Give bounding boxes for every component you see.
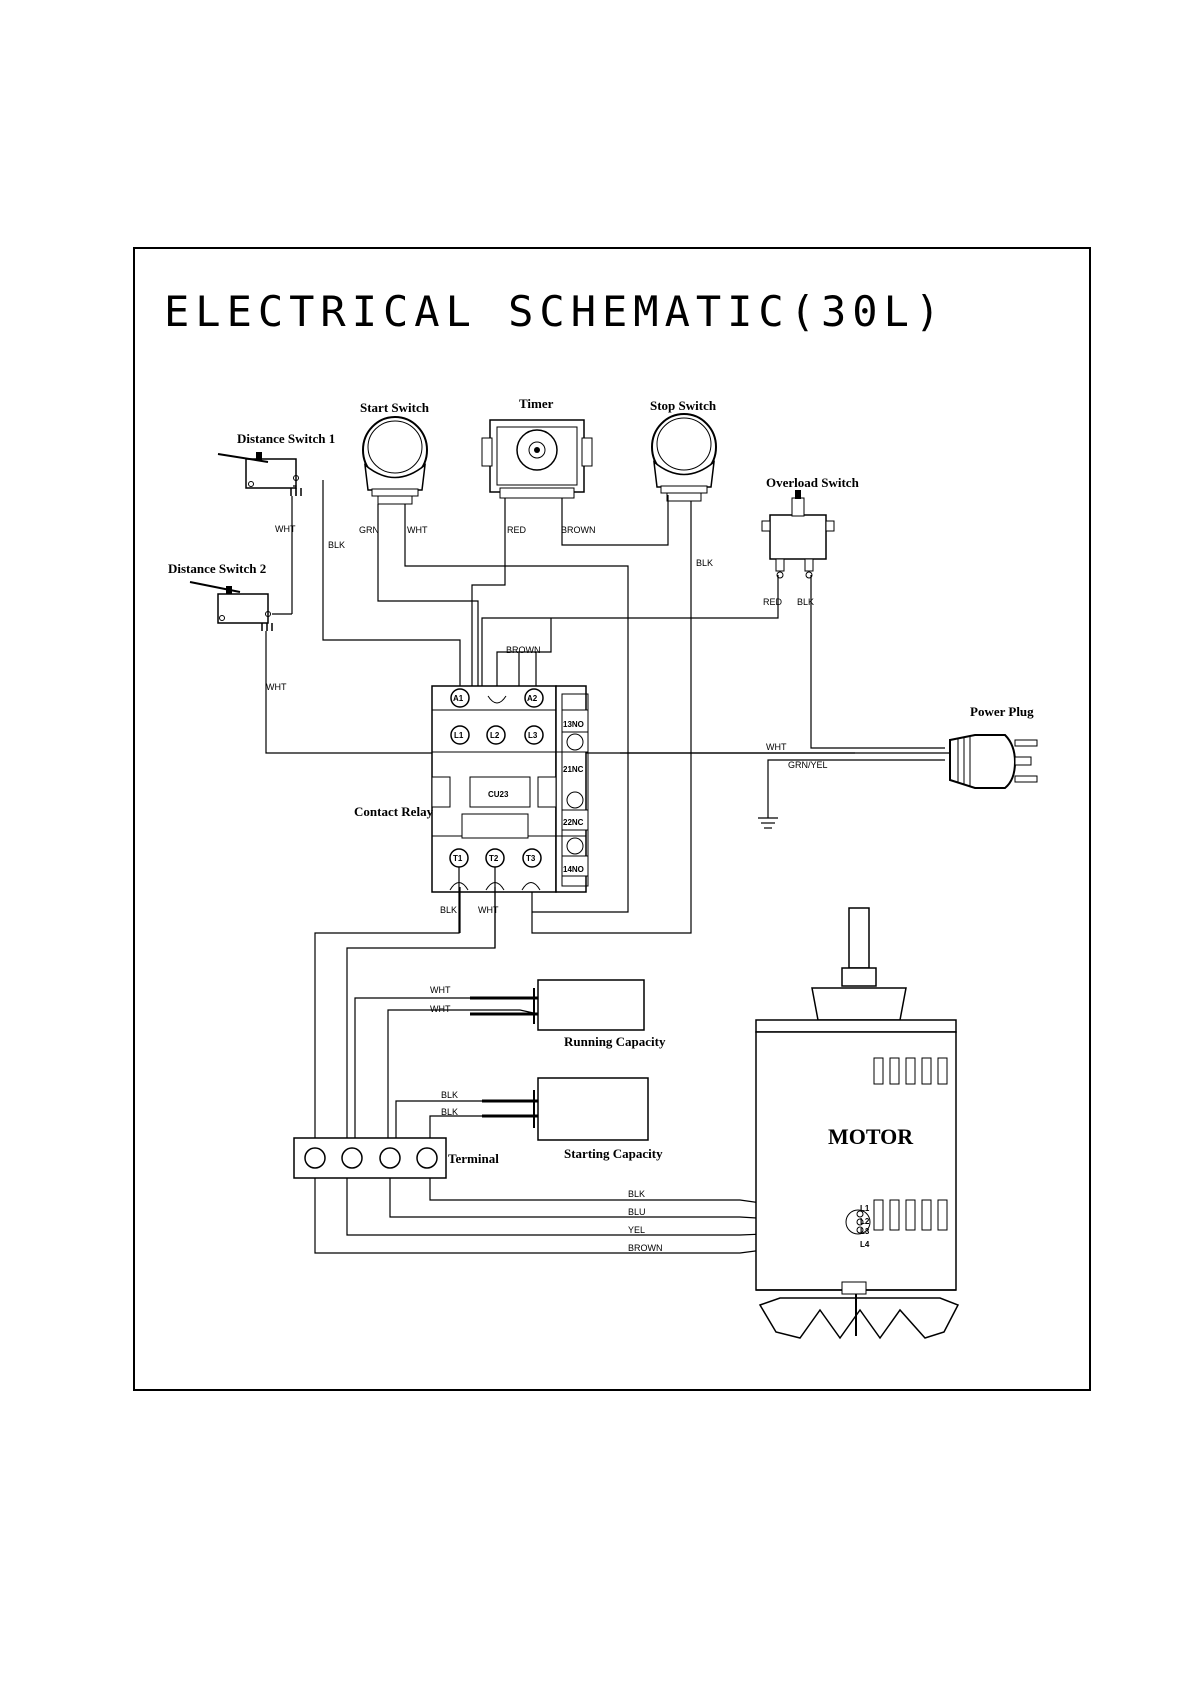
wiring-upper bbox=[265, 480, 1007, 934]
terminal-block bbox=[293, 1137, 447, 1179]
relay-terminal-a1: A1 bbox=[453, 694, 464, 703]
starting-capacitor bbox=[482, 1077, 649, 1141]
wire-label-stop-blk: BLK bbox=[696, 558, 713, 568]
distance-switch-1 bbox=[217, 452, 302, 496]
schematic-title: ELECTRICAL SCHEMATIC(30L) bbox=[164, 287, 946, 336]
wire-label-timer-red: RED bbox=[507, 525, 527, 535]
wire-label-motor-yel: YEL bbox=[628, 1225, 645, 1235]
wire-label-timer-brown: BROWN bbox=[561, 525, 596, 535]
start-switch bbox=[362, 416, 428, 505]
contact-relay bbox=[431, 685, 589, 893]
wire-label-ds1-blk: BLK bbox=[328, 540, 345, 550]
wire-label-t1-blk: BLK bbox=[440, 905, 457, 915]
stop-switch-label: Stop Switch bbox=[650, 398, 717, 413]
wire-label-start-cap-blk-1: BLK bbox=[441, 1090, 458, 1100]
contact-relay-label: Contact Relay bbox=[354, 804, 434, 819]
motor-lead-l1: L1 bbox=[860, 1204, 870, 1213]
power-plug-label: Power Plug bbox=[970, 704, 1034, 719]
terminal-label: Terminal bbox=[448, 1151, 499, 1166]
relay-contact-13no: 13NO bbox=[563, 720, 584, 729]
wire-label-motor-brown: BROWN bbox=[628, 1243, 663, 1253]
motor-lead-l4: L4 bbox=[860, 1240, 870, 1249]
wire-label-run-cap-wht-2: WHT bbox=[430, 1004, 451, 1014]
overload-switch bbox=[761, 490, 835, 579]
wire-label-run-cap-wht-1: WHT bbox=[430, 985, 451, 995]
schematic-frame bbox=[133, 247, 1091, 1391]
wire-label-overload-blk: BLK bbox=[797, 597, 814, 607]
relay-terminal-t3: T3 bbox=[526, 854, 536, 863]
wire-label-ds1-wht: WHT bbox=[275, 524, 296, 534]
wire-label-start-cap-blk-2: BLK bbox=[441, 1107, 458, 1117]
relay-terminal-t2: T2 bbox=[489, 854, 499, 863]
motor-lead-l2: L2 bbox=[860, 1217, 870, 1226]
power-plug bbox=[949, 734, 1038, 789]
timer bbox=[481, 419, 593, 499]
distance-switch-2-label: Distance Switch 2 bbox=[168, 561, 266, 576]
motor bbox=[755, 907, 960, 1340]
relay-model-label: CU23 bbox=[488, 790, 509, 799]
wire-label-overload-red: RED bbox=[763, 597, 783, 607]
relay-terminal-t1: T1 bbox=[453, 854, 463, 863]
relay-terminal-l1: L1 bbox=[454, 731, 464, 740]
overload-switch-label: Overload Switch bbox=[766, 475, 860, 490]
wire-label-motor-blu: BLU bbox=[628, 1207, 646, 1217]
wire-label-start-grn: GRN bbox=[359, 525, 379, 535]
running-capacitor bbox=[470, 979, 645, 1031]
timer-label: Timer bbox=[519, 396, 554, 411]
running-capacity-label: Running Capacity bbox=[564, 1034, 666, 1049]
wire-label-start-wht: WHT bbox=[407, 525, 428, 535]
relay-contact-22nc: 22NC bbox=[563, 818, 584, 827]
wire-label-relay-brown: BROWN bbox=[506, 645, 541, 655]
distance-switch-1-label: Distance Switch 1 bbox=[237, 431, 335, 446]
wire-label-ds2-wht: WHT bbox=[266, 682, 287, 692]
starting-capacity-label: Starting Capacity bbox=[564, 1146, 663, 1161]
wire-label-motor-blk: BLK bbox=[628, 1189, 645, 1199]
start-switch-label: Start Switch bbox=[360, 400, 430, 415]
wire-label-mains-grn-yel: GRN/YEL bbox=[788, 760, 828, 770]
distance-switch-2 bbox=[189, 581, 273, 631]
wire-label-t2-wht: WHT bbox=[478, 905, 499, 915]
relay-terminal-l3: L3 bbox=[528, 731, 538, 740]
stop-switch bbox=[651, 413, 717, 502]
relay-contact-21nc: 21NC bbox=[563, 765, 584, 774]
motor-lead-l3: L3 bbox=[860, 1227, 870, 1236]
motor-label: MOTOR bbox=[828, 1124, 914, 1149]
relay-contact-14no: 14NO bbox=[563, 865, 584, 874]
relay-terminal-l2: L2 bbox=[490, 731, 500, 740]
wire-label-mains-wht: WHT bbox=[766, 742, 787, 752]
relay-terminal-a2: A2 bbox=[527, 694, 538, 703]
